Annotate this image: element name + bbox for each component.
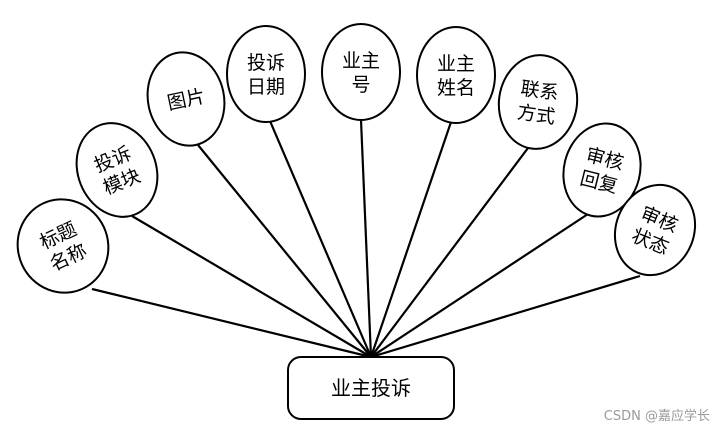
attribute-image: 图片: [146, 51, 226, 147]
attribute-label: 方式: [516, 101, 557, 128]
attribute-ellipse: [146, 51, 226, 147]
attribute-label: 业主: [437, 53, 475, 75]
attribute-ellipse: [321, 23, 401, 121]
entity-label: 业主投诉: [331, 376, 411, 400]
attribute-owner-no: 业主号: [321, 23, 401, 121]
entity-box: [287, 356, 455, 420]
attribute-ellipse: [497, 54, 579, 150]
attribute-ellipse: [416, 26, 496, 124]
connectors: [91, 119, 641, 359]
attribute-ellipse: [16, 198, 110, 294]
attribute-ellipse: [562, 122, 642, 218]
watermark: CSDN @嘉应学长: [603, 409, 710, 424]
attribute-ellipse: [75, 122, 159, 218]
connector-contact: [370, 147, 529, 358]
connector-review-status: [370, 274, 641, 359]
attribute-label: 业主: [342, 50, 380, 72]
connector-complaint-module: [131, 215, 372, 358]
connector-review-reply: [370, 213, 589, 358]
attribute-label: 姓名: [437, 77, 475, 99]
connector-owner-no: [359, 119, 373, 358]
connector-title-name: [91, 287, 372, 359]
attribute-ellipse: [613, 183, 697, 277]
attribute-label: 号: [351, 74, 370, 96]
attribute-label: 联系: [519, 78, 560, 105]
entity-complaint: 业主投诉: [287, 356, 455, 420]
attribute-ellipse: [226, 25, 306, 123]
connector-complaint-date: [268, 120, 373, 358]
attribute-label: 日期: [247, 76, 285, 98]
connector-image: [197, 144, 372, 358]
attributes: 标题名称投诉模块图片投诉日期业主号业主姓名联系方式审核回复审核状态: [16, 23, 697, 294]
connector-owner-name: [369, 121, 453, 358]
attribute-label: 投诉: [247, 52, 285, 74]
